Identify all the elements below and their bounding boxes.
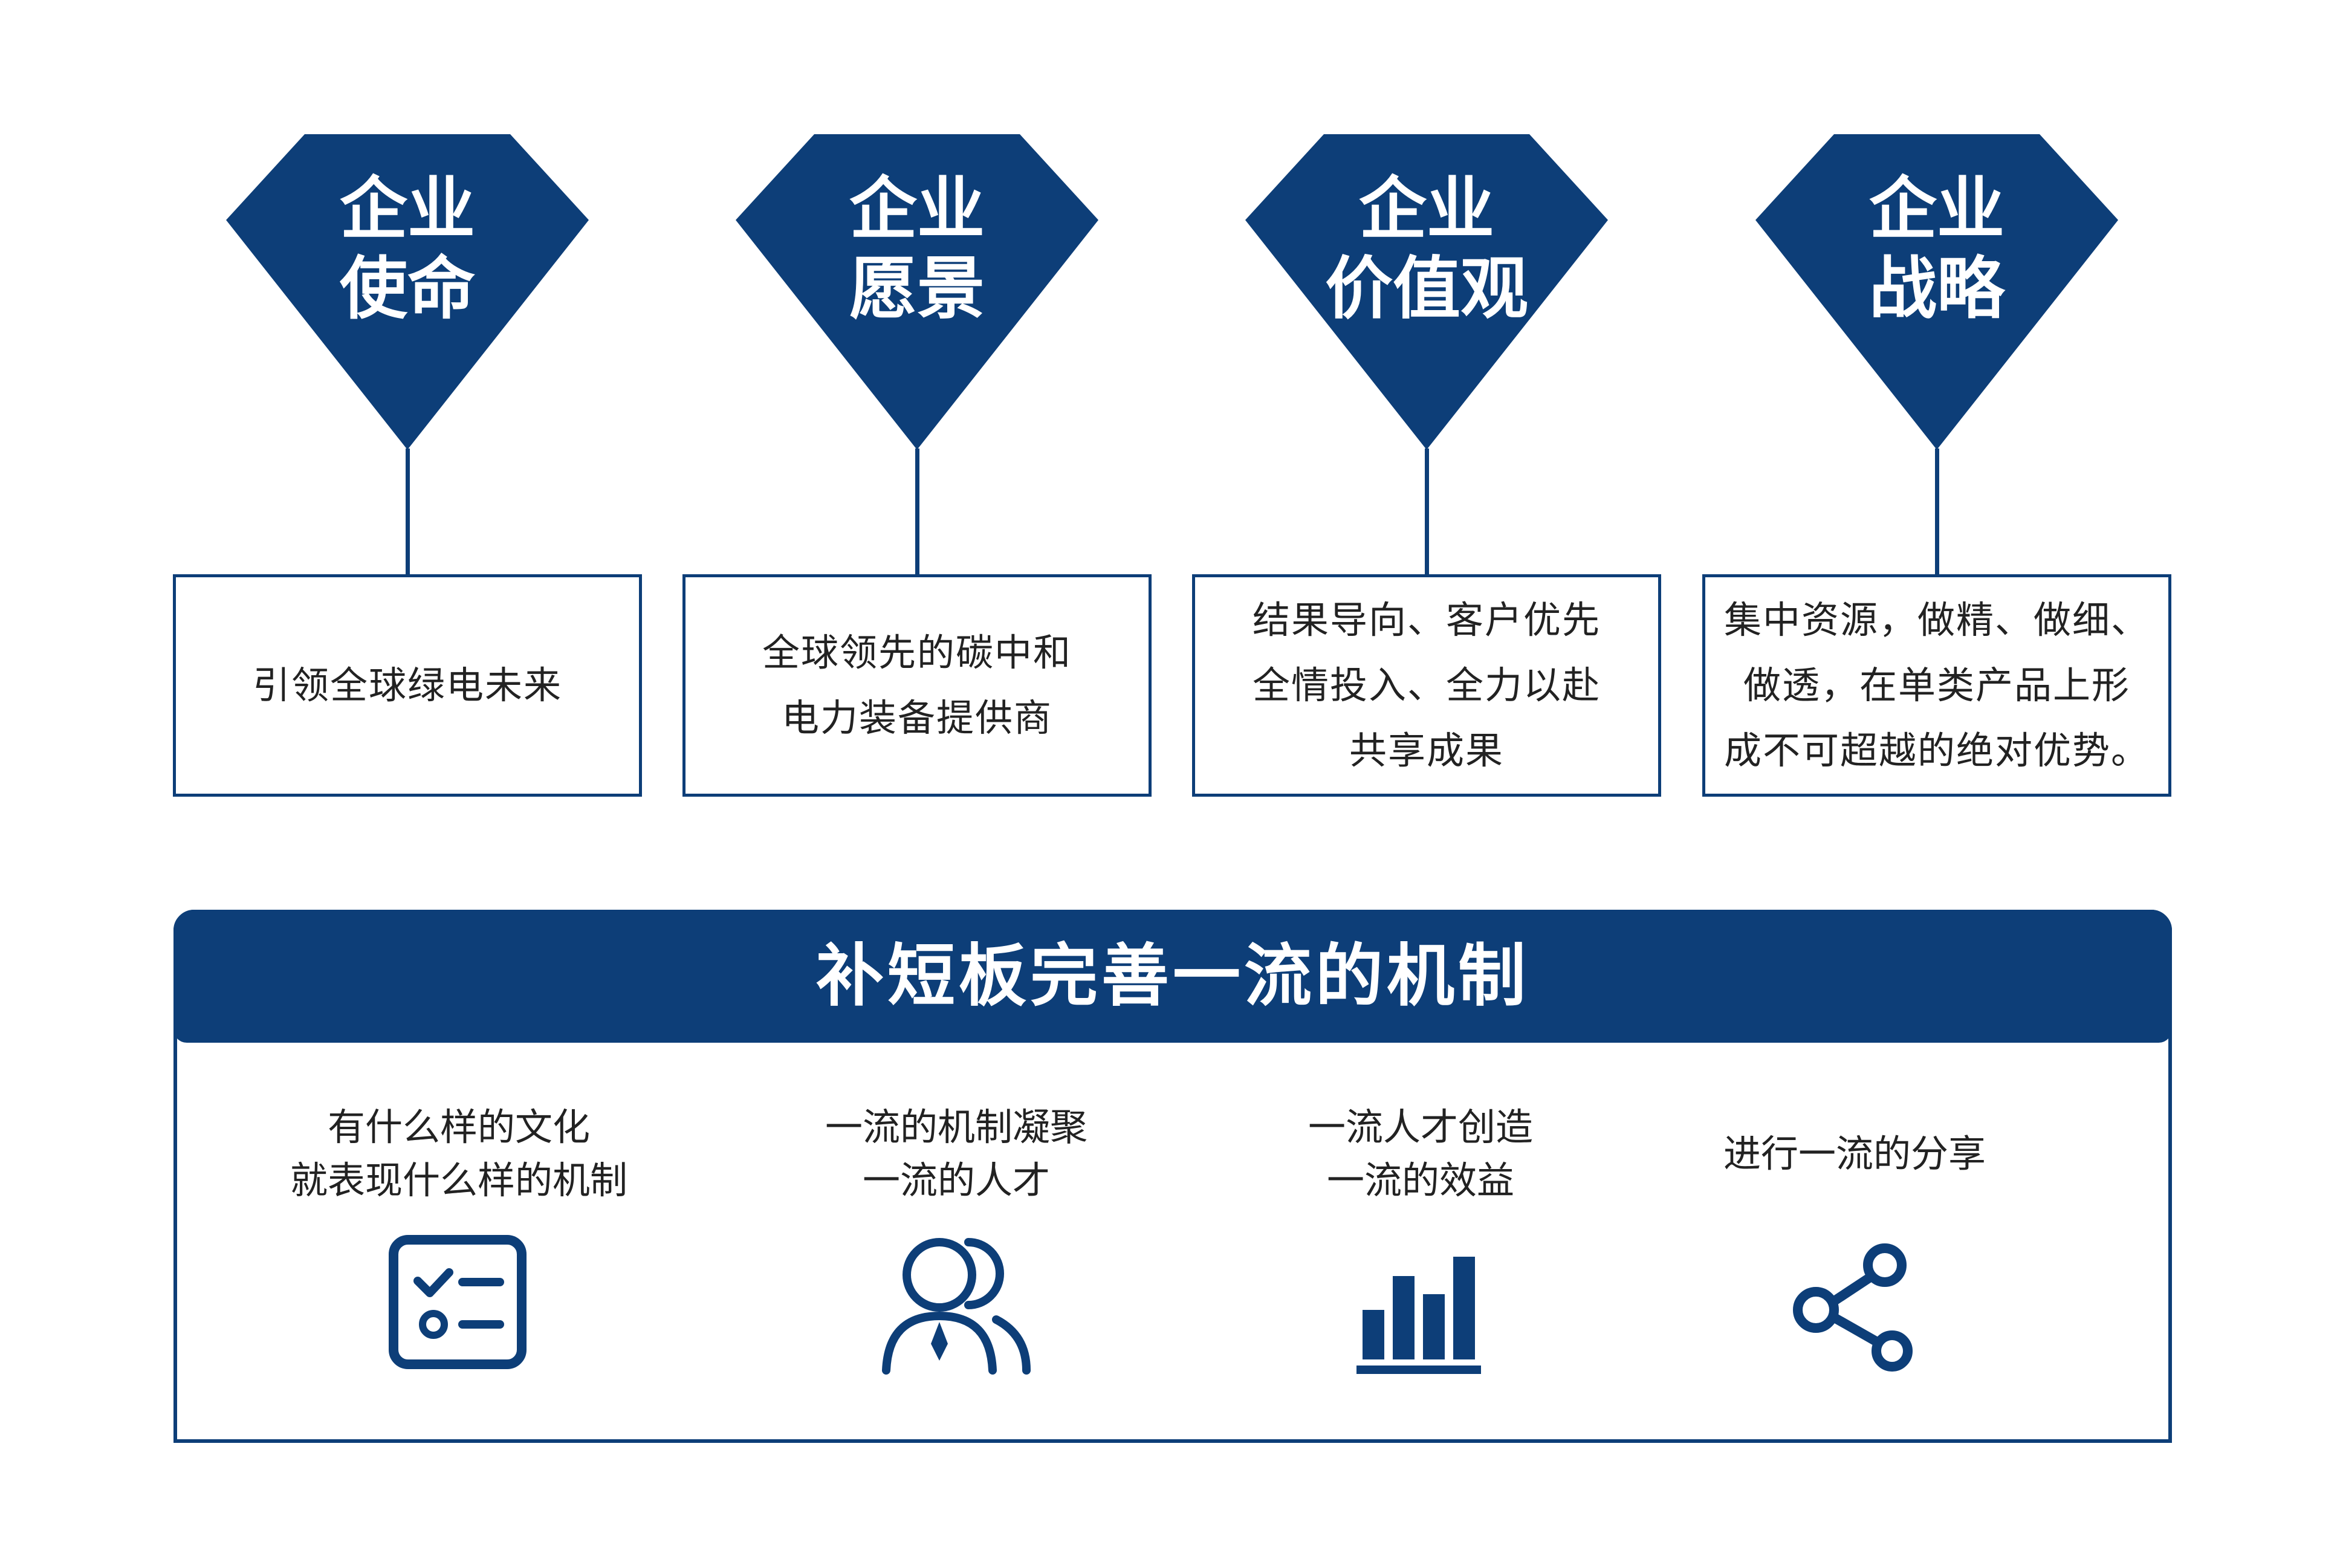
pillar-title-line: 企业: [1869, 170, 2005, 248]
diamond-badge: 企业 愿景: [736, 134, 1098, 450]
checklist-icon: [389, 1235, 527, 1369]
feature-text-line: 一流的机制凝聚: [825, 1105, 1087, 1149]
feature-text: 有什么样的文化 就表现什么样的机制: [229, 1101, 689, 1207]
share-icon: [1793, 1243, 1913, 1372]
description-line: 电力装备提供商: [781, 696, 1052, 740]
pillar-title-line: 战略: [1869, 250, 2005, 328]
pillar-title-line: 愿景: [849, 250, 985, 328]
feature-text: 一流的机制凝聚 一流的人才: [727, 1101, 1186, 1207]
feature-text-line: 进行一流的分享: [1723, 1132, 1986, 1176]
feature-text-line: 就表现什么样的机制: [290, 1158, 627, 1202]
feature-text-line: 有什么样的文化: [327, 1105, 590, 1149]
feature-text-line: 一流人才创造: [1308, 1105, 1533, 1149]
pillar-description-box: 结果导向、客户优先 全情投入、全力以赴 共享成果: [1192, 574, 1661, 797]
diamond-badge: 企业 战略: [1755, 134, 2118, 450]
feature-text: 进行一流的分享: [1625, 1101, 2084, 1207]
description-line: 做透，在单类产品上形: [1743, 663, 2130, 707]
pillar-title-line: 企业: [1359, 170, 1494, 248]
pillar-description-box: 引领全球绿电未来: [173, 574, 642, 797]
users-icon: [727, 1231, 1186, 1376]
checklist-icon: [229, 1231, 689, 1376]
diamond-shape: [226, 134, 589, 450]
description-line: 成不可超越的绝对优势。: [1723, 728, 2150, 773]
description-line: 引领全球绿电未来: [252, 663, 562, 707]
feature-text: 一流人才创造 一流的效益: [1191, 1101, 1650, 1207]
share-icon: [1625, 1231, 2084, 1376]
feature-share: 进行一流的分享: [1625, 1101, 2084, 1372]
pillar-title: 企业 价值观: [1245, 169, 1608, 329]
pillar-title-line: 价值观: [1325, 250, 1528, 328]
description-line: 结果导向、客户优先: [1252, 598, 1601, 642]
bar-chart-icon: [1356, 1257, 1481, 1374]
pillar-title-line: 使命: [340, 250, 475, 328]
diamond-shape: [1755, 134, 2118, 450]
feature-text-line: 一流的人才: [862, 1158, 1050, 1202]
feature-text-line: 一流的效益: [1326, 1158, 1514, 1202]
diamond-badge: 企业 使命: [226, 134, 589, 450]
pillar-description-box: 全球领先的碳中和 电力装备提供商: [682, 574, 1152, 797]
panel-title: 补短板完善一流的机制: [173, 910, 2172, 1043]
pillar-title: 企业 战略: [1755, 169, 2118, 329]
pillar-description-box: 集中资源，做精、做细、 做透，在单类产品上形 成不可超越的绝对优势。: [1702, 574, 2171, 797]
pillar-title: 企业 使命: [226, 169, 589, 329]
pillar-title-line: 企业: [340, 170, 475, 248]
feature-culture: 有什么样的文化 就表现什么样的机制: [229, 1101, 689, 1369]
feature-talent: 一流的机制凝聚 一流的人才: [727, 1101, 1186, 1375]
mechanism-panel: 补短板完善一流的机制 有什么样的文化 就表现什么样的机制 一流的机制凝聚 一流的…: [173, 910, 2172, 1443]
pillar-title: 企业 愿景: [736, 169, 1098, 329]
diamond-shape: [1245, 134, 1608, 450]
description-line: 集中资源，做精、做细、: [1723, 598, 2150, 642]
description-line: 全球领先的碳中和: [762, 630, 1072, 675]
description-line: 全情投入、全力以赴: [1252, 663, 1601, 707]
diamond-badge: 企业 价值观: [1245, 134, 1608, 450]
feature-benefit: 一流人才创造 一流的效益: [1191, 1101, 1650, 1374]
description-line: 共享成果: [1349, 728, 1504, 773]
pillar-title-line: 企业: [849, 170, 985, 248]
bar-chart-icon: [1191, 1231, 1650, 1376]
diamond-shape: [736, 134, 1098, 450]
users-icon: [882, 1238, 1031, 1375]
